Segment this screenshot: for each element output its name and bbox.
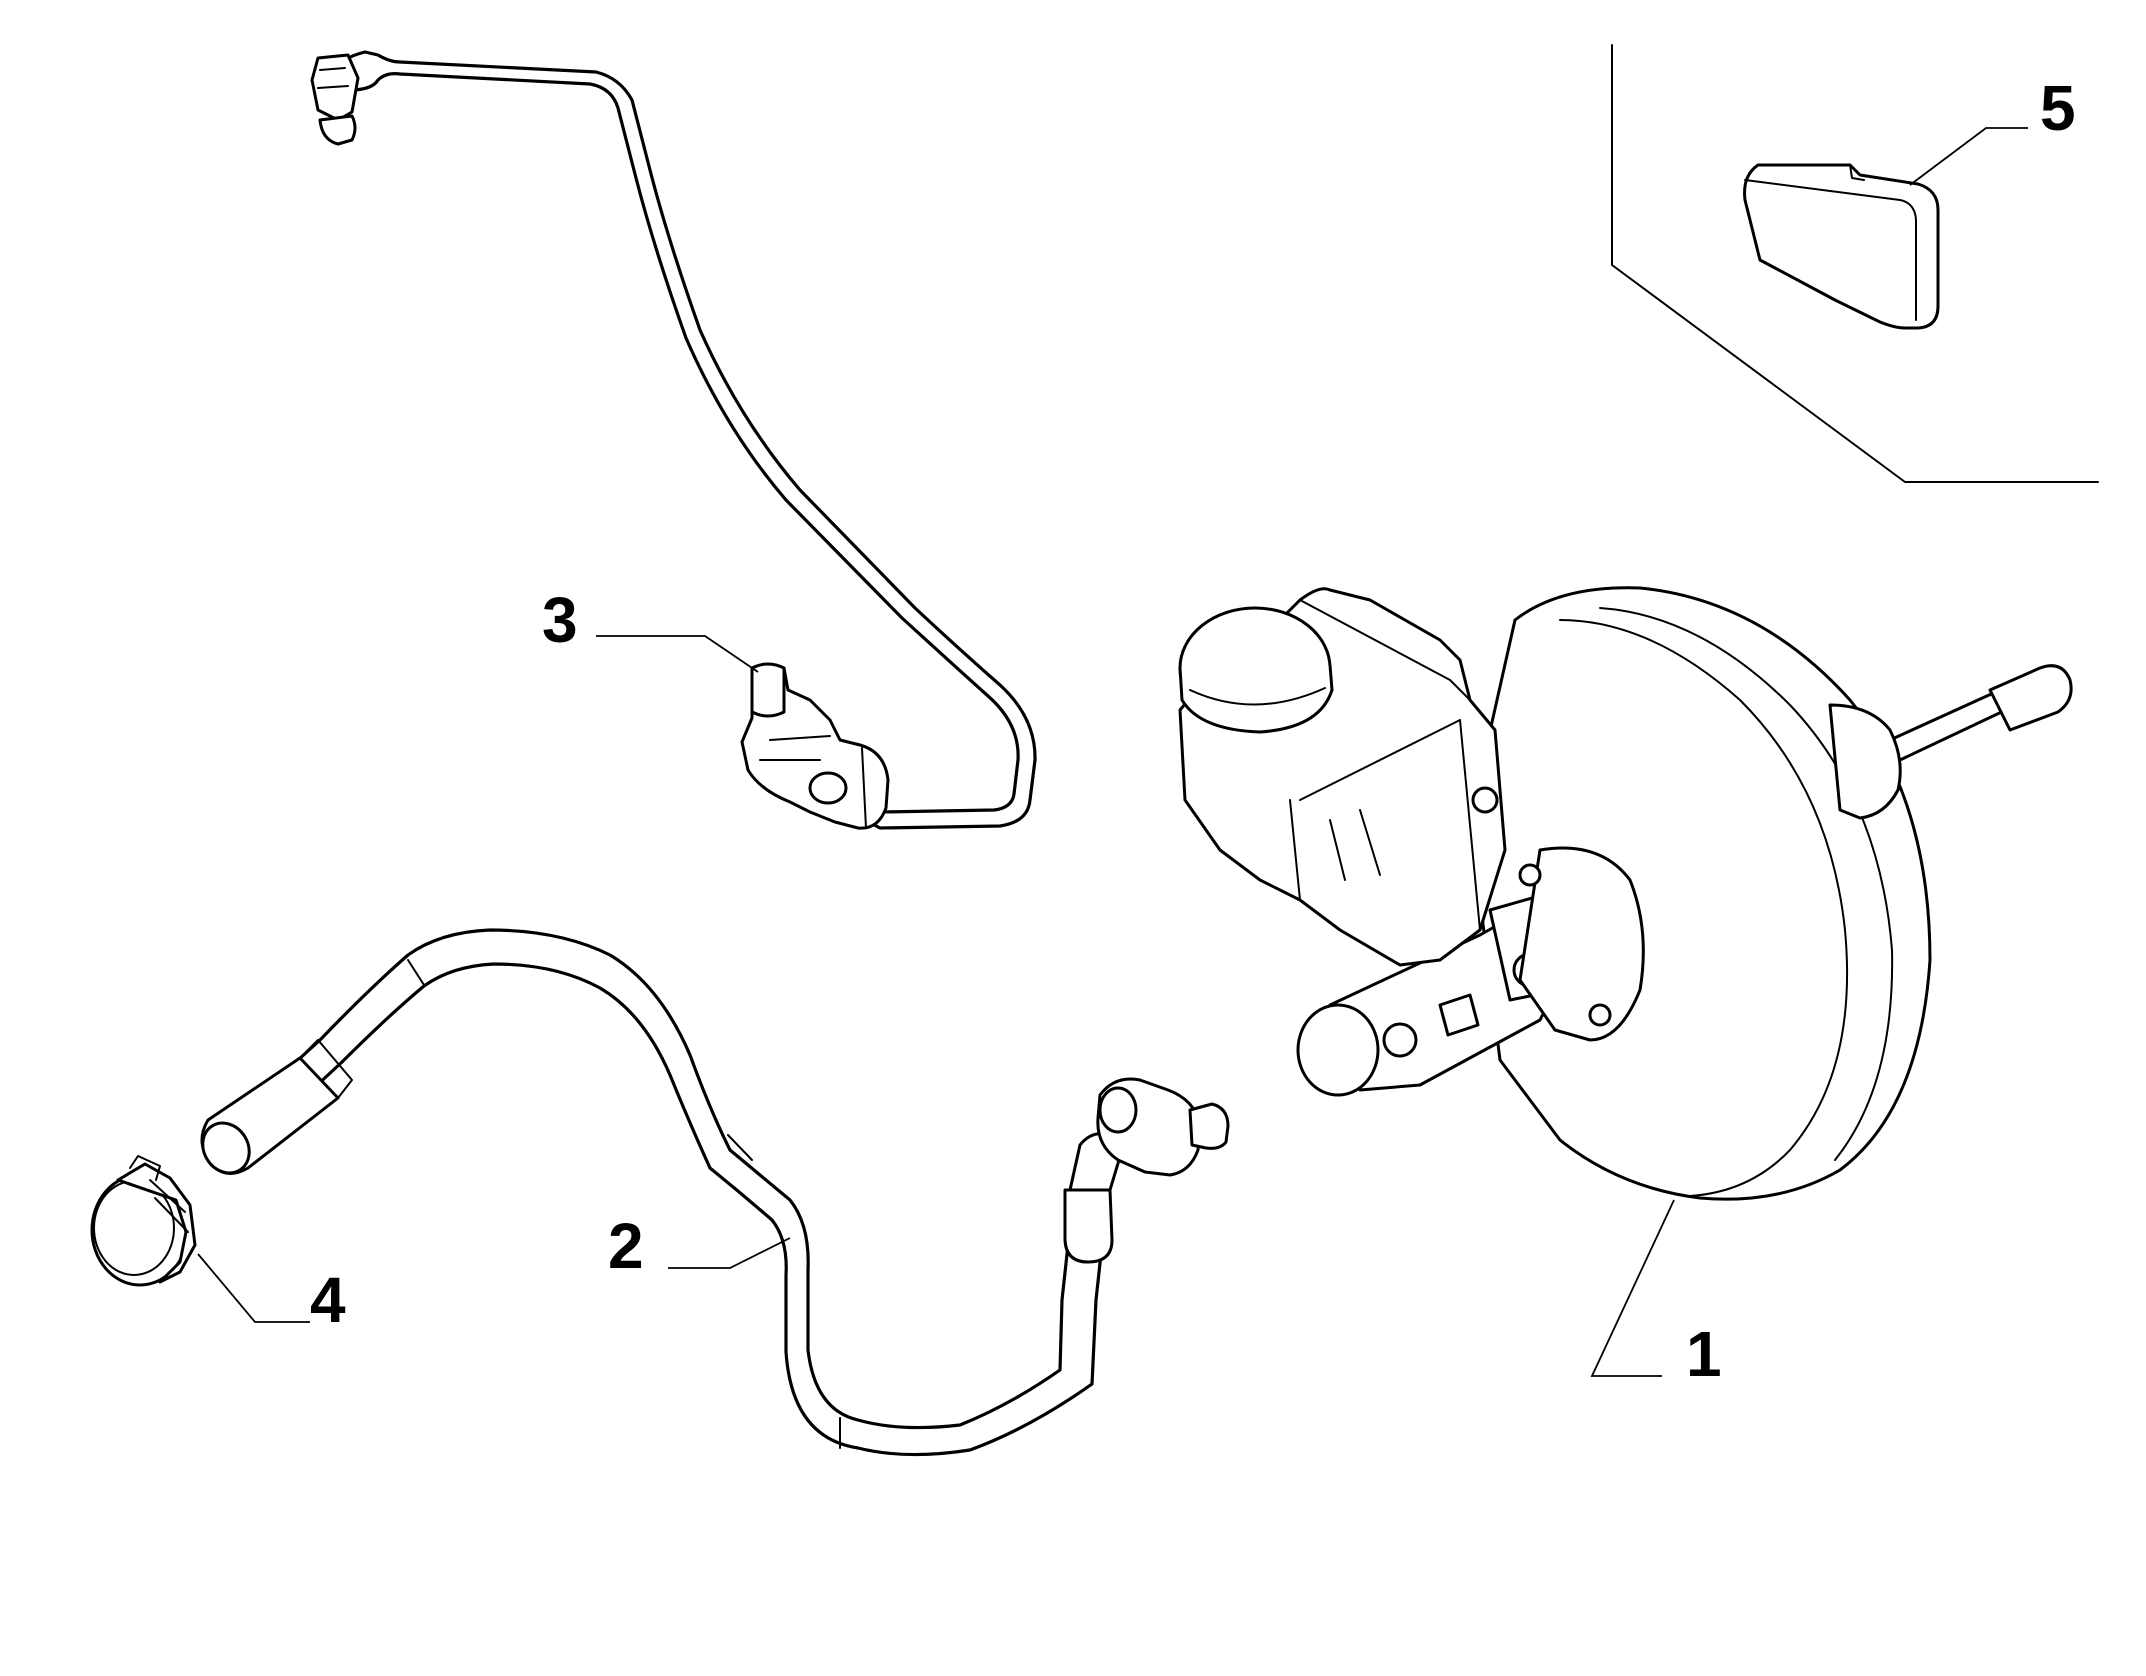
part-2-vacuum-hose[interactable] — [194, 928, 1230, 1457]
part-5-protective-cap[interactable] — [1743, 163, 1940, 330]
part-4-hose-clamp[interactable] — [90, 1155, 197, 1287]
part-1-brake-booster[interactable] — [1178, 586, 2073, 1201]
part-3-check-valve-with-pipe[interactable] — [310, 50, 1037, 830]
callout-numbers: 1 2 3 4 5 — [310, 72, 2076, 1390]
callout-2: 2 — [608, 1210, 644, 1282]
inset-frame — [1611, 44, 2099, 483]
callout-4: 4 — [310, 1264, 346, 1336]
callout-5: 5 — [2040, 72, 2076, 144]
leader-lines — [197, 127, 2028, 1377]
callout-1: 1 — [1686, 1318, 1722, 1390]
callout-3: 3 — [542, 584, 578, 656]
